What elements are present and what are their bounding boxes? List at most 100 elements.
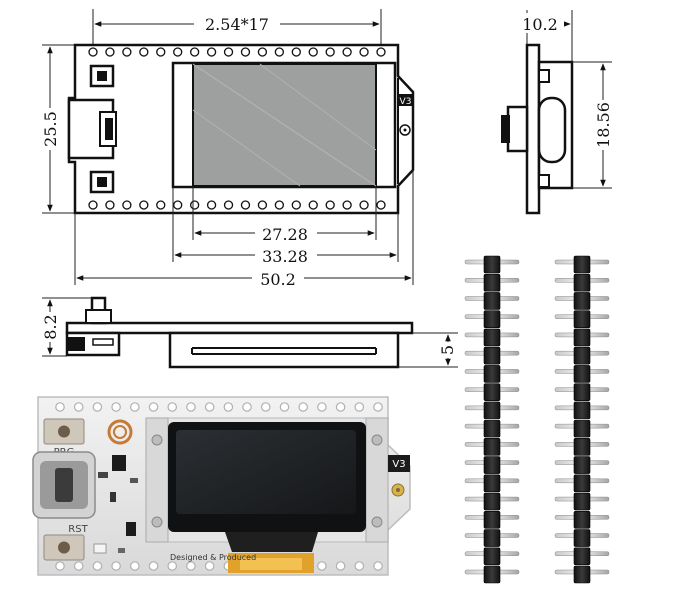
photo-version-label: V3 — [392, 459, 405, 470]
header-body-segment — [573, 310, 591, 329]
photo-header-hole — [55, 402, 65, 412]
front-side-view: 8.2 5 — [41, 296, 458, 369]
photo-oled-screen — [176, 430, 356, 514]
photo-holes-top — [55, 402, 383, 412]
header-hole — [206, 200, 217, 210]
header-hole — [376, 47, 386, 57]
photo-header-hole — [279, 402, 290, 412]
header-hole — [240, 200, 251, 210]
top-view: 2.54*17 25.5 V3 — [41, 9, 415, 289]
header-hole — [122, 200, 132, 210]
header-body-segment — [573, 510, 591, 529]
header-hole — [223, 47, 234, 57]
photo-header-hole — [167, 561, 178, 571]
photo-header-hole — [111, 402, 121, 412]
header-hole — [88, 47, 98, 57]
header-hole — [257, 200, 268, 210]
photo-header-hole — [260, 402, 271, 412]
photo-header-hole — [148, 561, 159, 571]
photo-header-hole — [204, 402, 215, 412]
side-thickness-label: 10.2 — [522, 15, 558, 34]
header-hole — [376, 200, 386, 210]
header-hole — [223, 200, 234, 210]
header-hole — [105, 47, 115, 57]
photo-header-hole — [111, 561, 121, 571]
header-body-segment — [483, 456, 501, 474]
pin-headers — [464, 255, 610, 584]
screen-inner-width-label: 27.28 — [262, 225, 308, 244]
photo-header-hole — [186, 561, 196, 571]
screen-outer-width-label: 33.28 — [262, 247, 308, 266]
module-photo: PRG RST Designed & Produced — [32, 396, 411, 576]
board-length-label: 50.2 — [260, 270, 296, 289]
header-body-segment — [573, 456, 591, 474]
header-body-segment — [483, 510, 501, 529]
header-body-segment — [573, 401, 591, 420]
header-body-segment — [483, 346, 501, 365]
header-body-segment — [573, 438, 591, 456]
header-body-segment — [573, 547, 591, 566]
header-body-segment — [483, 419, 501, 438]
header-hole — [88, 200, 98, 210]
header-body-segment — [573, 346, 591, 365]
header-body-segment — [483, 492, 501, 511]
photo-header-hole — [186, 402, 196, 412]
photo-header-hole — [148, 402, 159, 412]
header-body-segment — [573, 565, 591, 584]
rst-label: RST — [68, 524, 88, 535]
side-height-label: 18.56 — [594, 102, 613, 148]
pin-header — [464, 255, 520, 584]
header-hole — [342, 200, 352, 210]
photo-header-hole — [317, 561, 327, 571]
header-hole — [206, 47, 217, 57]
photo-header-hole — [373, 561, 383, 571]
photo-header-hole — [73, 402, 84, 412]
version-silk-top: V3 — [400, 97, 412, 107]
header-hole — [189, 47, 200, 57]
header-body-segment — [573, 492, 591, 511]
header-body-segment — [483, 565, 501, 584]
photo-header-hole — [167, 402, 178, 412]
photo-header-hole — [317, 402, 327, 412]
header-body-segment — [483, 255, 501, 274]
header-hole — [257, 47, 268, 57]
header-hole — [156, 200, 166, 210]
header-hole — [359, 200, 369, 210]
header-body-segment — [483, 401, 501, 420]
header-hole — [274, 47, 285, 57]
header-body-segment — [573, 365, 591, 383]
header-hole — [240, 47, 251, 57]
header-holes-bottom-row — [88, 200, 386, 210]
header-hole — [139, 47, 149, 57]
header-hole — [342, 47, 352, 57]
header-body-segment — [483, 292, 501, 310]
top-height-label: 25.5 — [41, 111, 60, 147]
header-body-segment — [483, 529, 501, 547]
photo-header-hole — [335, 561, 346, 571]
header-body-segment — [483, 474, 501, 493]
photo-header-hole — [354, 402, 365, 412]
photo-header-hole — [373, 402, 383, 412]
header-hole — [308, 47, 318, 57]
photo-header-hole — [242, 402, 252, 412]
header-body-segment — [483, 365, 501, 383]
header-hole — [308, 200, 318, 210]
side-view-right: 10.2 18.56 — [501, 10, 613, 215]
header-body-segment — [483, 547, 501, 566]
photo-header-hole — [354, 561, 365, 571]
header-hole — [156, 47, 166, 57]
header-body-segment — [483, 438, 501, 456]
header-body-segment — [573, 292, 591, 310]
front-screen-height-label: 5 — [438, 345, 457, 355]
header-hole — [291, 47, 301, 57]
pin-pitch-label: 2.54*17 — [205, 15, 269, 34]
header-body-segment — [483, 383, 501, 401]
photo-header-hole — [92, 561, 103, 571]
pin-header — [554, 255, 610, 584]
credit-text: Designed & Produced — [170, 553, 256, 562]
front-total-height-label: 8.2 — [41, 314, 60, 339]
header-hole — [325, 47, 335, 57]
header-body-segment — [573, 328, 591, 347]
photo-header-hole — [204, 561, 215, 571]
photo-header-hole — [223, 402, 234, 412]
